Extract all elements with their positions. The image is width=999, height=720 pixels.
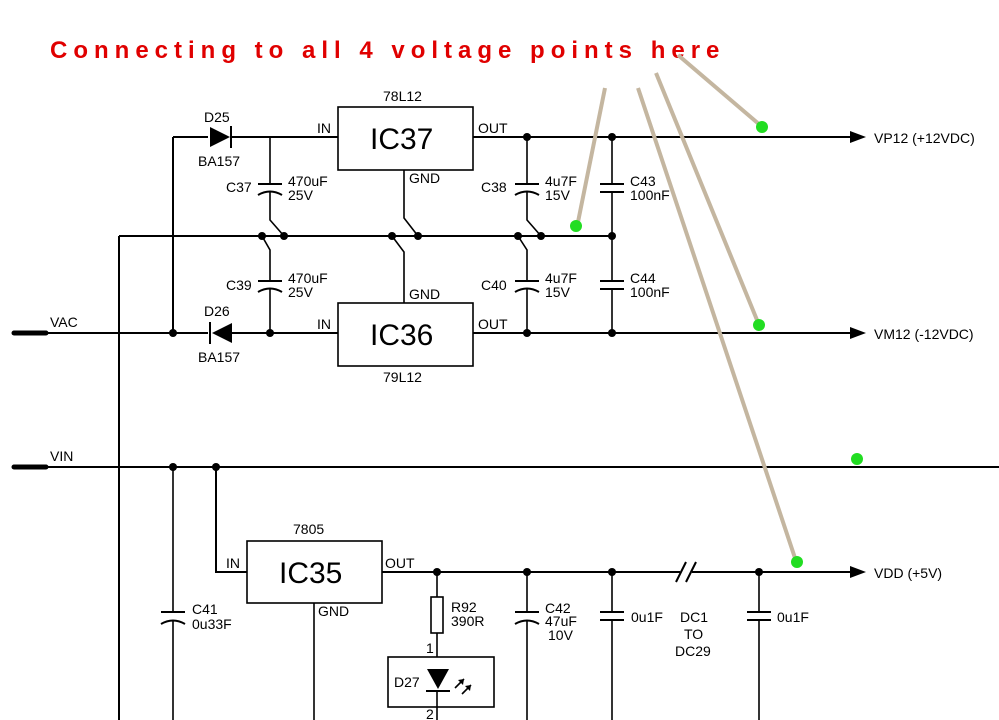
capacitor-c43 bbox=[600, 137, 624, 236]
c42-ref: C42 bbox=[545, 600, 571, 616]
capacitor-c42 bbox=[514, 572, 540, 720]
annotation-pointers bbox=[576, 53, 797, 559]
ic37-body bbox=[337, 106, 474, 171]
dc-line3: DC29 bbox=[675, 643, 711, 659]
d26-ref: D26 bbox=[204, 303, 230, 319]
diode-d26 bbox=[209, 322, 232, 344]
c42-rating: 10V bbox=[548, 627, 574, 643]
ic36-out-pin: OUT bbox=[478, 316, 508, 332]
c-a-value: 0u1F bbox=[631, 609, 663, 625]
vp12-label: VP12 (+12VDC) bbox=[874, 130, 975, 146]
c37-ref: C37 bbox=[226, 179, 252, 195]
ic37-ref: IC37 bbox=[370, 123, 433, 156]
c44-value: 100nF bbox=[630, 284, 670, 300]
vp12-rail bbox=[173, 131, 866, 143]
ic35-part: 7805 bbox=[293, 521, 324, 537]
ic35-out-pin: OUT bbox=[385, 555, 415, 571]
d27-ref: D27 bbox=[394, 674, 420, 690]
c42-value: 47uF bbox=[545, 613, 577, 629]
c39-rating: 25V bbox=[288, 284, 314, 300]
capacitor-0u1f-b bbox=[747, 572, 771, 720]
c40-rating: 15V bbox=[545, 284, 571, 300]
ic37-gnd-pin: GND bbox=[409, 170, 440, 186]
c44-ref: C44 bbox=[630, 270, 656, 286]
capacitor-c37 bbox=[257, 137, 285, 237]
voltage-point-gnd[interactable] bbox=[570, 220, 582, 232]
voltage-point-vm12[interactable] bbox=[753, 319, 765, 331]
capacitor-c41 bbox=[160, 467, 186, 720]
capacitor-c44 bbox=[600, 236, 624, 333]
c38-ref: C38 bbox=[481, 179, 507, 195]
c43-value: 100nF bbox=[630, 187, 670, 203]
diode-d25 bbox=[210, 126, 232, 148]
c39-ref: C39 bbox=[226, 277, 252, 293]
r92-value: 390R bbox=[451, 613, 484, 629]
vm12-rail bbox=[232, 327, 866, 339]
c40-value: 4u7F bbox=[545, 270, 577, 286]
ic36-gnd-pin: GND bbox=[409, 286, 440, 302]
ground-rail bbox=[118, 235, 612, 720]
ic36-body bbox=[337, 302, 474, 367]
c43-ref: C43 bbox=[630, 173, 656, 189]
ic35-ref: IC35 bbox=[279, 557, 342, 590]
d26-part: BA157 bbox=[198, 349, 240, 365]
d27-pin2: 2 bbox=[426, 706, 434, 720]
led-d27 bbox=[387, 656, 495, 720]
voltage-point-vdd[interactable] bbox=[791, 556, 803, 568]
ic35-gnd-pin: GND bbox=[318, 603, 349, 619]
ic36-ref: IC36 bbox=[370, 319, 433, 352]
c37-rating: 25V bbox=[288, 187, 314, 203]
r92-ref: R92 bbox=[451, 599, 477, 615]
c39-value: 470uF bbox=[288, 270, 328, 286]
capacitor-c38 bbox=[514, 137, 542, 237]
vm12-label: VM12 (-12VDC) bbox=[874, 326, 974, 342]
d27-pin1: 1 bbox=[426, 640, 434, 656]
c40-ref: C40 bbox=[481, 277, 507, 293]
c38-rating: 15V bbox=[545, 187, 571, 203]
ic37-gnd-lead bbox=[403, 170, 419, 237]
c41-value: 0u33F bbox=[192, 616, 232, 632]
ic36-part: 79L12 bbox=[383, 369, 422, 385]
ic37-part: 78L12 bbox=[383, 88, 422, 104]
ic37-in-pin: IN bbox=[317, 120, 331, 136]
voltage-point-vp12[interactable] bbox=[756, 121, 768, 133]
ic36-in-pin: IN bbox=[317, 316, 331, 332]
annotation-text: Connecting to all 4 voltage points here bbox=[50, 37, 725, 64]
c38-value: 4u7F bbox=[545, 173, 577, 189]
ic37-out-pin: OUT bbox=[478, 120, 508, 136]
c37-value: 470uF bbox=[288, 173, 328, 189]
c-b-value: 0u1F bbox=[777, 609, 809, 625]
d25-ref: D25 bbox=[204, 109, 230, 125]
vin-label: VIN bbox=[50, 448, 73, 464]
d25-part: BA157 bbox=[198, 153, 240, 169]
ic35-in-pin: IN bbox=[226, 555, 240, 571]
voltage-point-vin[interactable] bbox=[851, 453, 863, 465]
dc-line2: TO bbox=[684, 626, 703, 642]
dc-line1: DC1 bbox=[680, 609, 708, 625]
ic35-body bbox=[246, 540, 383, 604]
capacitor-c39 bbox=[257, 235, 283, 333]
ic35-in-wire bbox=[215, 467, 247, 573]
vac-label: VAC bbox=[50, 314, 78, 330]
resistor-r92 bbox=[430, 572, 444, 657]
ic36-gnd-lead bbox=[391, 235, 405, 303]
capacitor-0u1f-a bbox=[600, 572, 624, 720]
vdd-label: VDD (+5V) bbox=[874, 565, 942, 581]
c41-ref: C41 bbox=[192, 601, 218, 617]
capacitor-c40 bbox=[514, 235, 540, 333]
